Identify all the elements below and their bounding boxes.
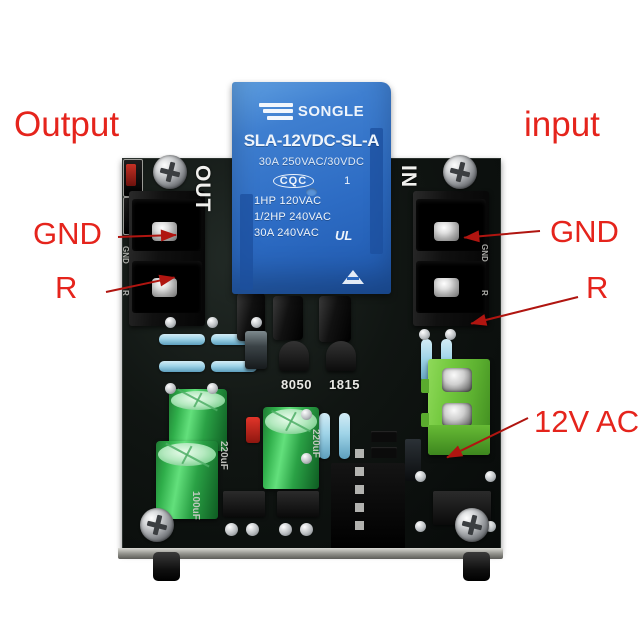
relay-brand-row: SONGLE <box>240 100 383 122</box>
input-gnd-screw <box>434 222 459 241</box>
resistor <box>421 339 432 383</box>
relay-cert-row: CQC 1 <box>240 174 383 188</box>
pcb-trace <box>355 521 364 530</box>
mounting-screw-top-right <box>443 155 477 189</box>
pcb-trace <box>355 485 364 494</box>
pcb-edge <box>118 548 503 559</box>
pcb-standoff <box>463 552 490 581</box>
relay-main-rating: 30A 250VAC/30VDC <box>258 156 365 168</box>
silkscreen-out-r: R <box>121 290 130 296</box>
relay-side-tab <box>370 128 383 254</box>
smd-ic <box>223 491 265 517</box>
terminal-screw <box>442 403 472 427</box>
solder-pad <box>485 521 496 532</box>
resistor <box>211 361 257 372</box>
pcb-trace <box>355 503 364 512</box>
relay-rating-line-1: 1HP 120VAC <box>254 195 322 207</box>
jumper-block <box>405 439 421 481</box>
silkscreen-1815: 1815 <box>329 377 360 392</box>
diode <box>246 417 260 443</box>
annotation-gnd-left: GND <box>33 216 102 251</box>
silkscreen-8050: 8050 <box>281 377 312 392</box>
mounting-screw-bottom-left <box>140 508 174 542</box>
solder-pads <box>225 523 259 536</box>
silkscreen-cap-220uf: 220uF <box>218 441 229 470</box>
resistor <box>319 413 330 459</box>
ul-mark-icon: UL <box>335 228 353 243</box>
solder-pad <box>415 471 426 482</box>
terminal-ear <box>421 379 429 393</box>
songle-logo-icon <box>258 100 293 122</box>
capacitor <box>273 296 303 340</box>
solder-pad <box>251 317 262 328</box>
input-terminal-block <box>413 191 489 326</box>
solder-pads <box>279 523 313 536</box>
silkscreen-out: OUT <box>191 165 214 213</box>
resistor <box>339 413 350 459</box>
solder-pad <box>485 471 496 482</box>
solder-pad <box>301 409 312 420</box>
relay-pin-number: 1 <box>344 175 351 187</box>
capacitor <box>319 296 351 342</box>
silkscreen-cap-220uf-2: 220uF <box>310 429 321 458</box>
terminal-ear <box>421 413 429 427</box>
solder-pad <box>445 329 456 340</box>
annotation-input: input <box>524 105 600 144</box>
resistor <box>159 361 205 372</box>
solder-pad <box>301 453 312 464</box>
silkscreen-in: IN <box>397 165 420 188</box>
solder-pad <box>419 329 430 340</box>
resistor <box>211 334 257 345</box>
transistor-1815 <box>326 341 356 371</box>
triangle-mark-icon <box>342 270 364 284</box>
relay-model-text: SLA-12VDC-SL-A <box>243 131 380 150</box>
annotation-r-left: R <box>55 270 78 305</box>
relay-vent-dot <box>306 188 317 196</box>
output-r-screw <box>152 278 177 297</box>
electrolytic-capacitor <box>169 389 227 451</box>
bridge-rectifier <box>245 331 267 369</box>
silkscreen-in-r: R <box>480 290 489 296</box>
pcb-standoff <box>153 552 180 581</box>
input-r-screw <box>434 278 459 297</box>
relay-side-tab <box>240 194 253 290</box>
resistor <box>159 334 205 345</box>
solder-pad <box>415 521 426 532</box>
solder-pad <box>207 383 218 394</box>
pcb-trace <box>355 449 364 458</box>
silkscreen-in-gnd: GND <box>480 244 489 262</box>
transistor-8050 <box>279 341 309 371</box>
annotation-12v-ac: 12V AC <box>534 404 640 439</box>
relay-brand-text: SONGLE <box>297 102 365 120</box>
cqc-mark-icon: CQC <box>272 174 315 188</box>
relay-module: SONGLE SLA-12VDC-SL-A 30A 250VAC/30VDC C… <box>232 82 391 294</box>
electrolytic-capacitor <box>263 407 319 489</box>
terminal-screw <box>442 368 472 392</box>
annotation-r-right: R <box>586 270 609 305</box>
pcb-trace <box>355 467 364 476</box>
relay-label: SONGLE SLA-12VDC-SL-A 30A 250VAC/30VDC C… <box>232 82 391 294</box>
silkscreen-out-gnd: GND <box>121 246 130 264</box>
annotation-output: Output <box>14 105 120 144</box>
electrolytic-capacitor <box>156 441 218 519</box>
solder-pad <box>207 317 218 328</box>
output-terminal-block <box>129 191 205 326</box>
solder-pad <box>165 317 176 328</box>
ic-package <box>331 463 405 549</box>
arrow-gnd-right <box>462 229 541 244</box>
smd-ic <box>277 491 319 517</box>
arrow-gnd-left <box>117 228 178 242</box>
relay-rating-line-2: 1/2HP 240VAC <box>254 211 332 223</box>
mounting-screw-bottom-right <box>455 508 489 542</box>
silkscreen-cap-100uf: 100uF <box>190 491 201 520</box>
solder-pad <box>165 383 176 394</box>
mounting-screw-top-left <box>153 155 187 189</box>
relay-rating-line-3: 30A 240VAC <box>254 227 320 239</box>
annotation-gnd-right: GND <box>550 214 619 249</box>
